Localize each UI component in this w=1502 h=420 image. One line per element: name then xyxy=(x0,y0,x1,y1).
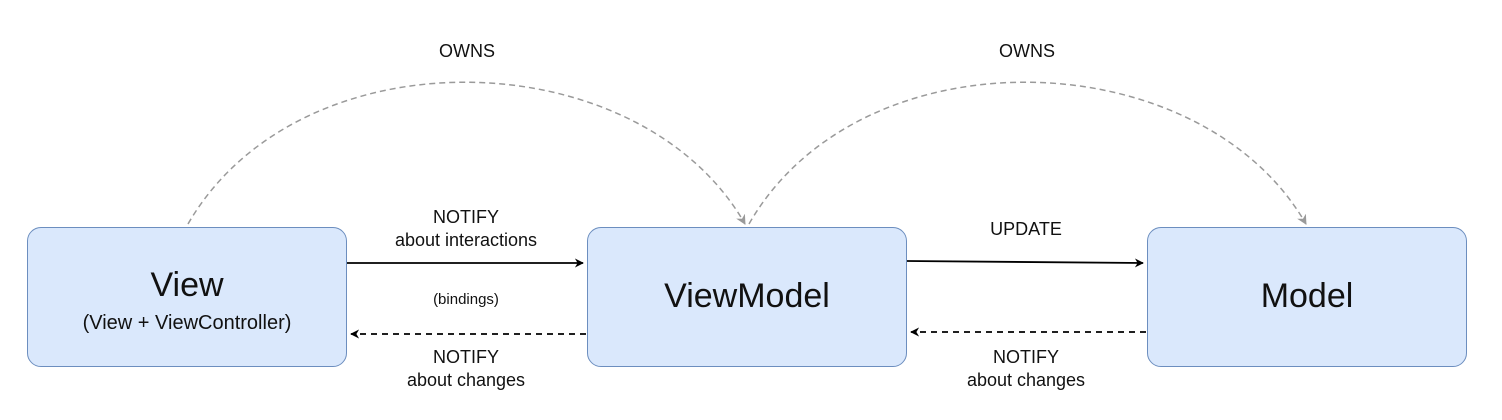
view-node-subtitle: (View + ViewController) xyxy=(82,312,292,335)
owns-label-view-viewmodel: OWNS xyxy=(439,41,495,61)
notify-changes-view-label-line1: NOTIFY xyxy=(432,347,499,367)
model-node: Model xyxy=(1147,227,1467,367)
notify-interactions-label-line2: about interactions xyxy=(394,230,538,250)
notify-interactions-label-line1: NOTIFY xyxy=(433,207,499,227)
notify-changes-view-label-line2: about changes xyxy=(406,370,526,390)
notify-changes-label-view: NOTIFY about changes xyxy=(407,346,525,392)
bindings-label: (bindings) xyxy=(433,291,499,308)
notify-changes-viewmodel-label-line2: about changes xyxy=(966,370,1086,390)
owns-label-viewmodel-model: OWNS xyxy=(999,41,1055,61)
model-node-title: Model xyxy=(1260,277,1354,316)
viewmodel-node-title: ViewModel xyxy=(664,277,830,316)
view-node: View (View + ViewController) xyxy=(27,227,347,367)
update-arrow xyxy=(906,258,1144,268)
notify-interactions-label: NOTIFY about interactions xyxy=(395,206,537,252)
owns-arrow-viewmodel-to-model xyxy=(748,81,1307,225)
notify-changes-viewmodel-label-line1: NOTIFY xyxy=(992,347,1059,367)
view-node-title: View xyxy=(150,265,224,304)
update-label: UPDATE xyxy=(990,219,1062,239)
owns-arrow-view-to-viewmodel xyxy=(187,81,746,225)
notify-changes-label-viewmodel: NOTIFY about changes xyxy=(967,346,1085,392)
viewmodel-node: ViewModel xyxy=(587,227,907,367)
